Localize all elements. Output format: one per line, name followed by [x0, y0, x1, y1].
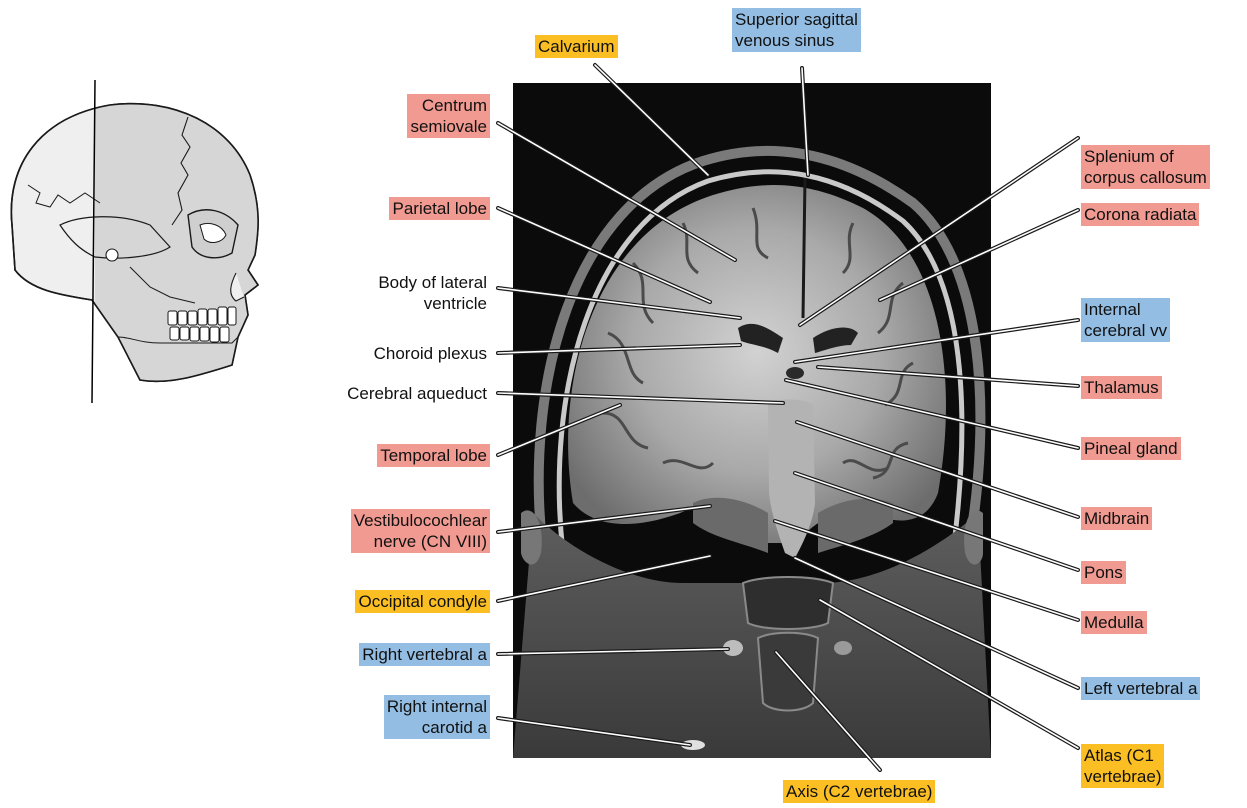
label-corona-radiata: Corona radiata	[1081, 203, 1199, 226]
label-pons: Pons	[1081, 561, 1126, 584]
label-pineal-gland: Pineal gland	[1081, 437, 1181, 460]
label-atlas-c1: Atlas (C1 vertebrae)	[1081, 744, 1164, 788]
label-internal-cerebral-veins: Internal cerebral vv	[1081, 298, 1170, 342]
label-choroid-plexus: Choroid plexus	[371, 342, 490, 365]
label-calvarium: Calvarium	[535, 35, 618, 58]
label-vestibulocochlear-nerve: Vestibulocochlear nerve (CN VIII)	[351, 509, 490, 553]
label-parietal-lobe: Parietal lobe	[389, 197, 490, 220]
label-occipital-condyle: Occipital condyle	[355, 590, 490, 613]
coronal-mri-image	[513, 83, 991, 758]
label-splenium-of-corpus-callosum: Splenium of corpus callosum	[1081, 145, 1210, 189]
label-axis-c2: Axis (C2 vertebrae)	[783, 780, 935, 803]
label-body-of-lateral-ventricle: Body of lateral ventricle	[375, 271, 490, 315]
label-temporal-lobe: Temporal lobe	[377, 444, 490, 467]
label-right-internal-carotid-artery: Right internal carotid a	[384, 695, 490, 739]
label-superior-sagittal-venous-sinus: Superior sagittal venous sinus	[732, 8, 861, 52]
label-midbrain: Midbrain	[1081, 507, 1152, 530]
label-medulla: Medulla	[1081, 611, 1147, 634]
label-centrum-semiovale: Centrum semiovale	[407, 94, 490, 138]
label-right-vertebral-artery: Right vertebral a	[359, 643, 490, 666]
label-thalamus: Thalamus	[1081, 376, 1162, 399]
label-left-vertebral-artery: Left vertebral a	[1081, 677, 1200, 700]
label-cerebral-aqueduct: Cerebral aqueduct	[344, 382, 490, 405]
skull-inset-illustration	[0, 75, 270, 410]
